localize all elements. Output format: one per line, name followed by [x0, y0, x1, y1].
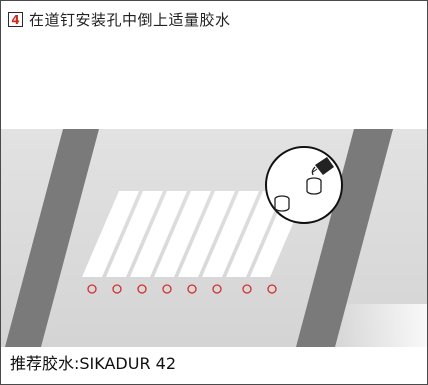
glue-cup-icon [306, 177, 322, 195]
recommended-adhesive-label: 推荐胶水:SIKADUR 42 [10, 354, 177, 373]
pouring-container-icon [311, 157, 334, 176]
left-lane-stripe [5, 129, 99, 347]
crosswalk-stripe [82, 191, 139, 277]
hole-marker [187, 284, 197, 294]
crosswalk-stripe [130, 191, 187, 277]
glue-inset [265, 146, 343, 224]
hole-marker [267, 284, 277, 294]
crosswalk-stripe [178, 191, 235, 277]
crosswalk-stripe [154, 191, 211, 277]
installation-holes [87, 284, 277, 294]
road-illustration [1, 129, 427, 347]
step-header: 4 在道钉安装孔中倒上适量胶水 [8, 9, 231, 30]
glue-cup-icon [274, 195, 290, 212]
step-number-badge: 4 [8, 12, 23, 27]
right-lane-stripe [296, 129, 393, 347]
hole-marker [112, 284, 122, 294]
crosswalk-stripe [226, 191, 283, 277]
crosswalk-stripe [202, 191, 259, 277]
hole-marker [87, 284, 97, 294]
hole-marker [162, 284, 172, 294]
hole-marker [212, 284, 222, 294]
hole-marker [137, 284, 147, 294]
crosswalk-stripe [106, 191, 163, 277]
step-title: 在道钉安装孔中倒上适量胶水 [29, 11, 231, 29]
hole-marker [242, 284, 252, 294]
